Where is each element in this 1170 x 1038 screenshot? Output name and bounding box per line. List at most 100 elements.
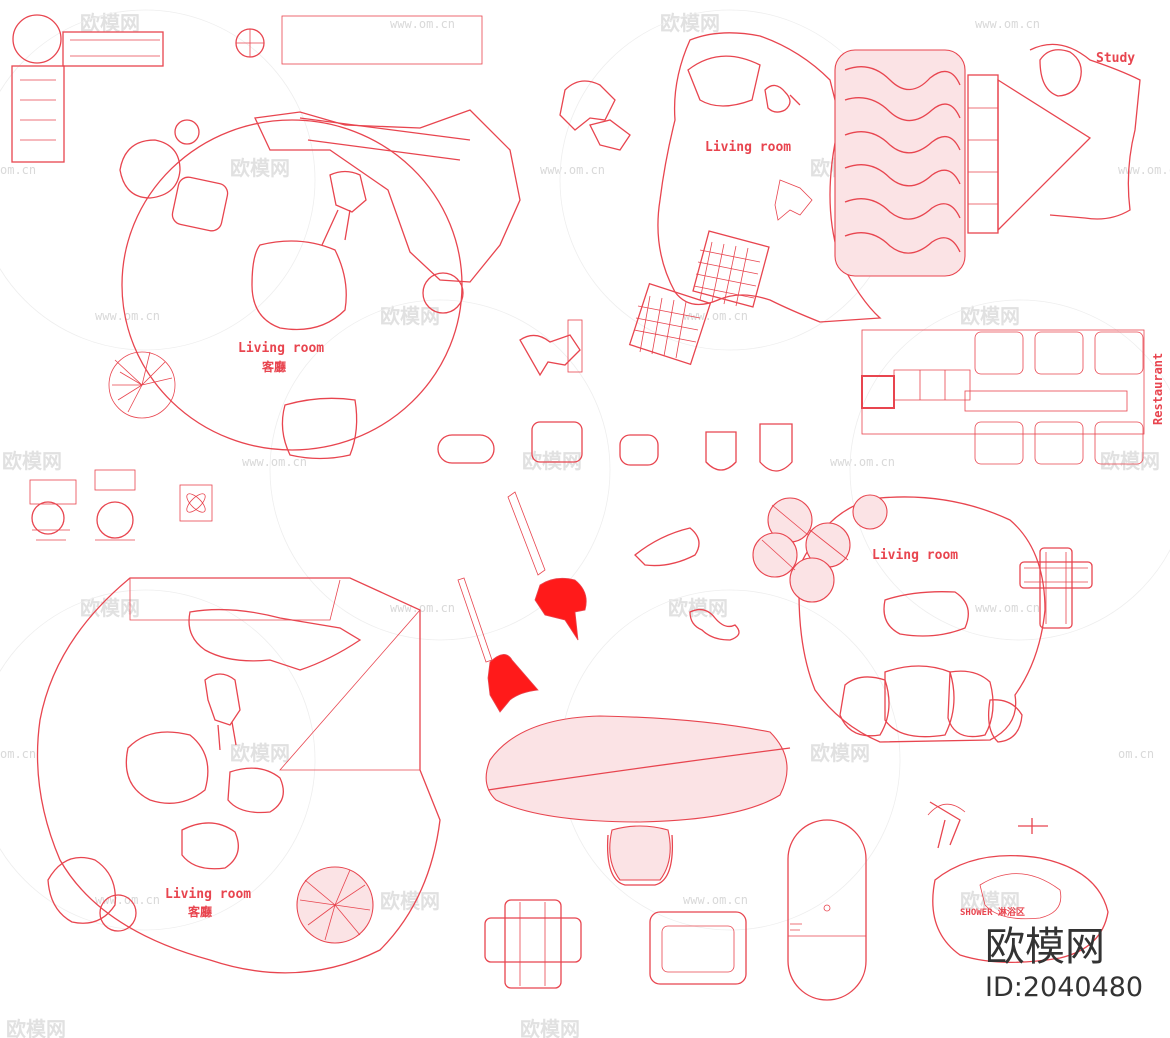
watermark-url: om.cn [0, 747, 36, 761]
room-label: Living room [872, 548, 958, 563]
watermark-logo: 欧模网 [230, 156, 290, 180]
room-label: Living room [705, 140, 791, 155]
checkered-mat [628, 282, 712, 366]
pebble-table [227, 767, 284, 814]
round-table [12, 14, 62, 64]
room-label-cn: 客廳 [261, 359, 286, 374]
console-table [281, 15, 483, 65]
checkered-mat [692, 230, 770, 308]
armchair-plan [29, 479, 77, 541]
coffee-table [251, 240, 347, 331]
wall-lines [129, 578, 421, 771]
decor-orbit [186, 493, 206, 513]
watermark-url: www.om.cn [95, 309, 160, 323]
round-pouf [296, 866, 374, 944]
side-stool [99, 894, 137, 932]
room-outline [36, 577, 441, 974]
pebble-table [181, 822, 239, 870]
leaf-plant [764, 84, 801, 113]
small-items-row [29, 319, 793, 641]
person-silhouette [457, 577, 493, 663]
knot-pattern [844, 66, 961, 254]
dining-chair [974, 331, 1024, 375]
watermark-url: www.om.cn [683, 893, 748, 907]
lounge-chair [119, 139, 181, 199]
watermark-url: www.om.cn [975, 601, 1040, 615]
watermark-guide-arc [0, 589, 316, 931]
person-silhouette-solid [487, 654, 539, 713]
side-stool [174, 119, 200, 145]
leaf-sofa-midrib [487, 747, 791, 791]
watermark-url: www.om.cn [390, 601, 455, 615]
watermark-logo: 欧模网 [1100, 449, 1160, 473]
human-figures [457, 491, 587, 713]
watermark-logo: 欧模网 [520, 1017, 580, 1038]
person-silhouette [507, 491, 546, 576]
room-outline [798, 496, 1046, 743]
shelf-unit [967, 74, 999, 234]
pebble-sofa [839, 665, 1023, 743]
watermark-logo: 欧模网 [230, 741, 290, 765]
bench-column [11, 65, 65, 163]
watermark-url: om.cn [1118, 747, 1154, 761]
armchair-hatched [609, 825, 671, 881]
shelf-dividers [968, 107, 998, 205]
watermark-url: www.om.cn [683, 309, 748, 323]
sofa-cushion-lines [299, 117, 471, 161]
watermark-url: www.om.cn [540, 163, 605, 177]
room-outline [121, 119, 463, 451]
bottom-center-blocks: SHOWER 淋浴区 [484, 715, 1109, 1001]
shower-label: SHOWER 淋浴区 [960, 906, 1025, 918]
sectional-sofa [254, 109, 521, 283]
decor-orbit [186, 493, 206, 513]
watermark-logo: 欧模网 [960, 889, 1020, 913]
watermark-url: www.om.cn [975, 17, 1040, 31]
side-panel [567, 319, 583, 373]
dining-chair [1094, 331, 1144, 375]
cushion-seat [281, 397, 358, 460]
square-table [861, 375, 895, 409]
brand-id: ID:2040480 [985, 972, 1143, 1003]
brand-logo-text: 欧模网 [985, 924, 1105, 970]
watermark-logo: 欧模网 [960, 304, 1020, 328]
pouf-radial-lines [112, 351, 173, 413]
sectional-armchair [484, 899, 582, 989]
plus-shaped-table [1019, 547, 1093, 629]
desk [997, 78, 1092, 232]
dining-chair [1034, 421, 1084, 465]
room-label: Living room [238, 341, 324, 356]
watermark-logo: 欧模网 [810, 741, 870, 765]
chaise-lounge [188, 608, 362, 671]
chair-plan [519, 334, 581, 377]
decor-rug [774, 179, 813, 221]
person-silhouette-solid [534, 577, 587, 641]
side-table-round [852, 494, 888, 530]
club-armchair [649, 911, 747, 985]
watermark-logo: 欧模网 [6, 1017, 66, 1038]
knot-rug [834, 49, 966, 277]
dining-set-block [11, 14, 483, 163]
watermark-url: www.om.cn [390, 17, 455, 31]
living-room-d: Living room 客廳 [36, 577, 441, 974]
side-table-square [179, 484, 213, 522]
lounge-chair [687, 55, 761, 107]
watermark-logo: 欧模网 [668, 596, 728, 620]
pedestal-chair [705, 431, 737, 471]
dining-chair [1094, 421, 1144, 465]
pebble-table [125, 731, 209, 804]
watermark-guide-arc [849, 299, 1170, 641]
living-room-b: Living room Study [559, 32, 1141, 366]
watermark-url: www.om.cn [1118, 163, 1170, 177]
study-label: Study [1096, 51, 1135, 66]
armchair-plan [94, 469, 136, 541]
study-outline [1029, 43, 1141, 220]
watermark-logo: 欧模网 [80, 11, 140, 35]
bone-ottoman [689, 608, 740, 641]
watermark-url: om.cn [0, 163, 36, 177]
room-label: Living room [165, 887, 251, 902]
restaurant-block: Restaurant [861, 329, 1165, 465]
person-figure [204, 673, 241, 751]
restaurant-label: Restaurant [1151, 353, 1165, 425]
round-pouf [108, 351, 176, 419]
brand-mark: 欧模网 ID:2040480 [985, 924, 1143, 1003]
